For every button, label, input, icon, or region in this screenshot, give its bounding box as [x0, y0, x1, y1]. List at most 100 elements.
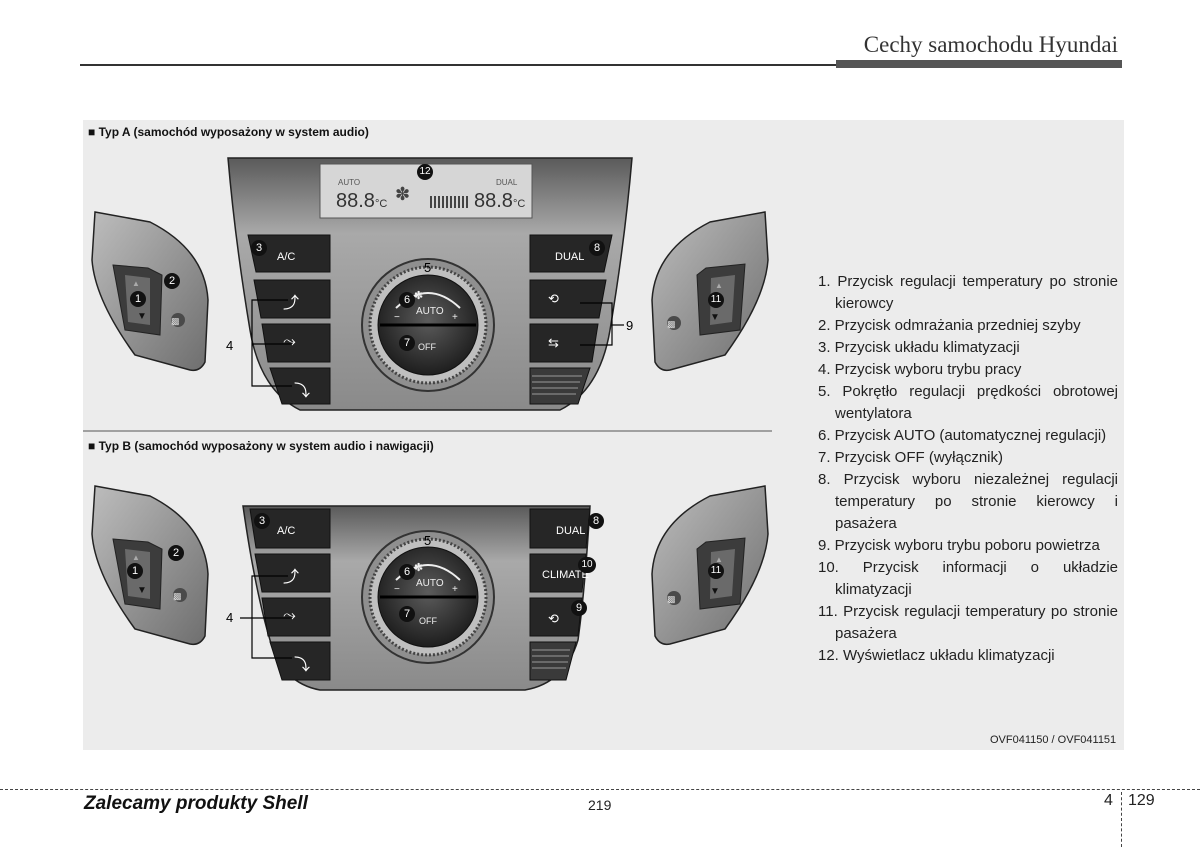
- svg-text:−: −: [394, 312, 400, 323]
- type-b-mode-feet-icon[interactable]: ⤵: [294, 657, 311, 674]
- type-b-callout-11: 11: [708, 563, 724, 579]
- image-reference: OVF041150 / OVF041151: [990, 734, 1117, 746]
- type-a-off-button[interactable]: OFF: [418, 342, 436, 352]
- svg-text:▼: ▼: [137, 585, 147, 596]
- footer-dashed-line: [0, 789, 1200, 790]
- type-a-mode-defrost-face-icon[interactable]: ⤴: [283, 295, 300, 312]
- type-a-fresh-air-icon[interactable]: ⇆: [548, 335, 559, 350]
- svg-text:▼: ▼: [710, 312, 720, 323]
- type-a-driver-temp-unit: ▲ ▼ ▩: [91, 211, 209, 372]
- legend-list: 1. Przycisk regulacji temperatury po str…: [818, 271, 1118, 667]
- type-a-recirc-icon[interactable]: ⟲: [548, 291, 559, 306]
- svg-text:▩: ▩: [171, 316, 180, 326]
- type-b-main-panel: ✽ − +: [242, 505, 591, 691]
- svg-text:+: +: [452, 584, 458, 595]
- type-b-dual-button[interactable]: DUAL: [556, 525, 586, 537]
- legend-item: 4. Przycisk wyboru trybu pracy: [818, 361, 1022, 378]
- display-right-temp-value: 88.8: [474, 190, 513, 212]
- type-b-climate-button[interactable]: CLIMATE: [542, 569, 589, 581]
- svg-text:✽: ✽: [414, 290, 423, 302]
- type-b-callout-5: 5: [424, 533, 432, 548]
- svg-text:▲: ▲: [715, 281, 723, 290]
- type-a-callout-4: 4: [226, 338, 234, 353]
- svg-text:▩: ▩: [667, 594, 676, 604]
- display-left-temp: 88.8°C: [336, 190, 387, 213]
- type-b-callout-8: 8: [588, 513, 604, 529]
- page-header-title: Cechy samochodu Hyundai: [863, 32, 1118, 57]
- footer-page-number: 219: [588, 797, 612, 813]
- type-b-callout-1: 1: [127, 563, 143, 579]
- display-auto-text: AUTO: [338, 178, 361, 187]
- display-right-temp-unit: °C: [512, 198, 526, 210]
- type-a-callout-8: 8: [589, 240, 605, 256]
- type-a-mode-feet-icon[interactable]: ⤵: [294, 383, 311, 400]
- legend-item: 8. Przycisk wyboru niezależnej regulacji…: [818, 471, 1118, 532]
- display-fan-icon: ✽: [395, 184, 411, 204]
- footer-brand: Zalecamy produkty Shell: [84, 793, 308, 814]
- display-left-temp-value: 88.8: [336, 190, 375, 212]
- type-a-callout-6: 6: [399, 292, 415, 308]
- type-a-passenger-temp-unit: ▲ ▼ ▩: [651, 211, 769, 372]
- svg-text:▲: ▲: [132, 279, 140, 288]
- legend-item: 11. Przycisk regulacji temperatury po st…: [818, 603, 1118, 642]
- legend-item: 5. Pokrętło regulacji prędkości obrotowe…: [818, 383, 1118, 422]
- svg-text:+: +: [452, 312, 458, 323]
- type-b-auto-button[interactable]: AUTO: [416, 578, 444, 589]
- svg-text:▩: ▩: [173, 591, 182, 601]
- type-b-diagram: ▲ ▼ ▩ ✽ − +: [91, 485, 769, 691]
- type-a-auto-button[interactable]: AUTO: [416, 306, 444, 317]
- footer-chapter: 4: [1104, 792, 1113, 809]
- type-a-callout-11: 11: [708, 292, 724, 308]
- legend-item: 10. Przycisk informacji o układzie klima…: [818, 559, 1118, 598]
- footer-dashed-divider: [1121, 792, 1122, 847]
- type-b-callout-6: 6: [399, 564, 415, 580]
- svg-text:▼: ▼: [710, 586, 720, 597]
- type-a-callout-5: 5: [424, 260, 432, 275]
- type-b-mode-face-feet-icon[interactable]: ⤳: [283, 607, 296, 624]
- svg-text:▼: ▼: [137, 311, 147, 322]
- type-b-recirc-icon[interactable]: ⟲: [548, 611, 559, 626]
- type-b-callout-9: 9: [571, 600, 587, 616]
- type-b-ac-button[interactable]: A/C: [277, 525, 296, 537]
- display-left-temp-unit: °C: [374, 198, 388, 210]
- type-a-dual-button[interactable]: DUAL: [555, 251, 585, 263]
- type-b-off-button[interactable]: OFF: [419, 616, 437, 626]
- legend-item: 9. Przycisk wyboru trybu poboru powietrz…: [818, 537, 1100, 554]
- type-a-callout-2: 2: [164, 273, 180, 289]
- display-fan-bars: [430, 196, 470, 208]
- type-a-mode-face-feet-icon[interactable]: ⤳: [283, 333, 296, 350]
- legend-item: 7. Przycisk OFF (wyłącznik): [818, 449, 1004, 466]
- legend-item: 1. Przycisk regulacji temperatury po str…: [818, 273, 1118, 312]
- display-dual-text: DUAL: [496, 178, 518, 187]
- header-bar: [836, 60, 1122, 68]
- display-right-temp: 88.8°C: [474, 190, 525, 213]
- type-b-label: ■ Typ B (samochód wyposażony w system au…: [88, 439, 434, 453]
- type-b-callout-10: 10: [578, 557, 596, 573]
- svg-text:▩: ▩: [667, 319, 676, 329]
- type-b-callout-7: 7: [399, 606, 415, 622]
- legend-item: 2. Przycisk odmrażania przedniej szyby: [818, 317, 1081, 334]
- svg-text:−: −: [394, 584, 400, 595]
- type-a-callout-lines: [251, 299, 624, 387]
- type-a-callout-1: 1: [130, 291, 146, 307]
- footer-section-page: 129: [1128, 792, 1155, 809]
- svg-text:✽: ✽: [414, 562, 423, 574]
- type-a-callout-3: 3: [251, 240, 267, 256]
- svg-text:▲: ▲: [132, 553, 140, 562]
- legend-item: 12. Wyświetlacz układu klimatyzacji: [818, 647, 1055, 664]
- type-b-callout-3: 3: [254, 513, 270, 529]
- type-a-callout-12: 12: [417, 164, 433, 180]
- svg-text:▲: ▲: [715, 555, 723, 564]
- type-b-callout-lines: [240, 575, 292, 659]
- type-b-driver-temp-unit: ▲ ▼ ▩: [91, 485, 209, 646]
- type-a-callout-7: 7: [399, 335, 415, 351]
- legend-item: 3. Przycisk układu klimatyzacji: [818, 339, 1020, 356]
- type-a-label-text: Typ A (samochód wyposażony w system audi…: [98, 125, 369, 139]
- legend-item: 6. Przycisk AUTO (automatycznej regulacj…: [818, 427, 1107, 444]
- type-a-label: ■ Typ A (samochód wyposażony w system au…: [88, 125, 369, 139]
- type-b-mode-defrost-face-icon[interactable]: ⤴: [283, 569, 300, 586]
- type-b-callout-2: 2: [168, 545, 184, 561]
- type-b-label-text: Typ B (samochód wyposażony w system audi…: [98, 439, 434, 453]
- type-a-callout-9: 9: [626, 318, 634, 333]
- type-a-ac-button[interactable]: A/C: [277, 251, 296, 263]
